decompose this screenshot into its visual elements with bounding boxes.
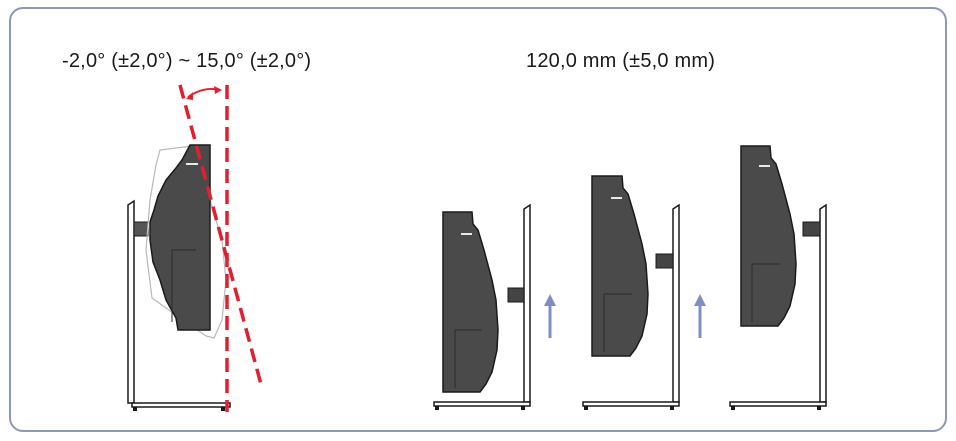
tilt-stand-base	[131, 402, 231, 408]
tilted-guide-line	[178, 84, 264, 389]
tilt-monitor	[149, 144, 211, 331]
height-up-arrow-2	[694, 294, 706, 338]
height-up-arrow-1	[544, 294, 556, 338]
tilt-range-label: -2,0° (±2,0°) ~ 15,0° (±2,0°)	[62, 50, 312, 72]
tilt-stand-post	[127, 199, 135, 404]
tilt-hinge	[133, 221, 149, 237]
tilt-illustration	[127, 84, 264, 412]
height-monitor-2	[582, 175, 680, 410]
height-monitor-1	[433, 203, 531, 410]
height-range-label: 120,0 mm (±5,0 mm)	[526, 50, 716, 72]
height-monitor-3	[729, 145, 827, 410]
